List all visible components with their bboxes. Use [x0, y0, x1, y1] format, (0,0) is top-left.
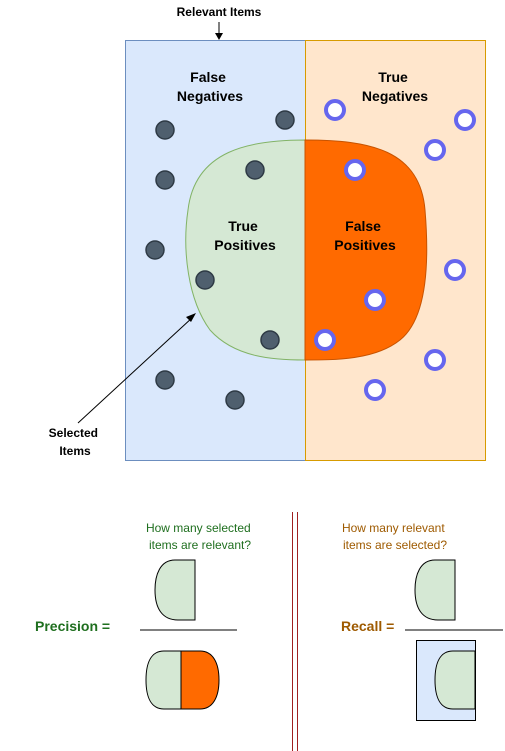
relevant-dot	[155, 370, 175, 390]
true-positives-region	[185, 139, 306, 361]
relevant-dot	[155, 120, 175, 140]
non-relevant-ring	[314, 329, 336, 351]
false-positives-label: False Positives	[334, 218, 396, 253]
recall-question: How many relevant items are selected?	[342, 521, 448, 552]
relevant-items-arrow	[215, 22, 223, 40]
recall-numerator-true-positives	[414, 559, 456, 621]
relevant-dot	[260, 330, 280, 350]
selected-items-label: Selected Items	[49, 426, 102, 458]
precision-denominator-true-positives	[145, 650, 182, 710]
non-relevant-ring	[364, 289, 386, 311]
non-relevant-ring	[444, 259, 466, 281]
section-divider	[292, 512, 298, 751]
non-relevant-rings	[314, 99, 476, 401]
precision-label: Precision =	[35, 618, 110, 634]
non-relevant-ring	[424, 139, 446, 161]
non-relevant-ring	[364, 379, 386, 401]
precision-question: How many selected items are relevant?	[146, 521, 254, 552]
selected-items-arrow	[77, 313, 196, 424]
non-relevant-ring	[344, 159, 366, 181]
relevant-dot	[195, 270, 215, 290]
false-positives-region	[304, 139, 428, 361]
relevant-dots	[145, 110, 295, 410]
relevant-items-label: Relevant Items	[177, 5, 262, 19]
true-positives-label: True Positives	[214, 218, 276, 253]
recall-denominator-true-positives	[434, 650, 476, 710]
non-relevant-ring	[424, 349, 446, 371]
non-relevant-ring	[324, 99, 346, 121]
precision-numerator-true-positives	[154, 559, 196, 621]
relevant-dot	[145, 240, 165, 260]
precision-denominator-false-positives	[180, 650, 220, 710]
relevant-dot	[225, 390, 245, 410]
relevant-dot	[245, 160, 265, 180]
false-negatives-label: False Negatives	[177, 69, 243, 104]
relevant-dot	[275, 110, 295, 130]
true-negatives-label: True Negatives	[362, 69, 428, 104]
non-relevant-ring	[454, 109, 476, 131]
recall-label: Recall =	[341, 618, 394, 634]
relevant-dot	[155, 170, 175, 190]
